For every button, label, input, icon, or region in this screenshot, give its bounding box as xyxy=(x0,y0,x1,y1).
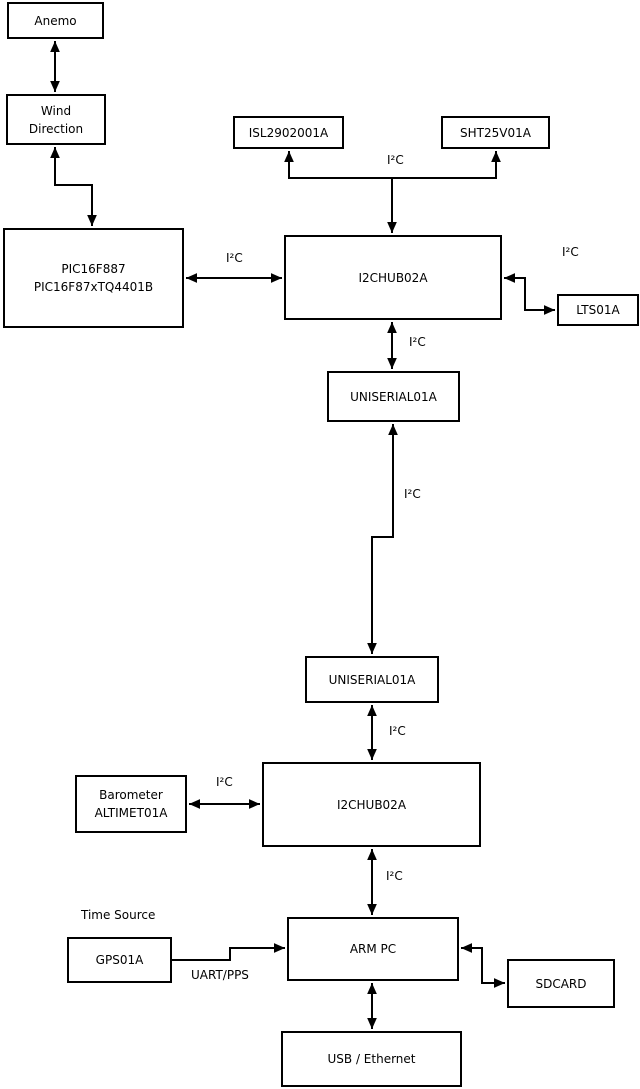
node-arm-pc: ARM PC xyxy=(287,917,459,981)
node-wind-direction: Wind Direction xyxy=(6,94,106,145)
edge-label-i2c-uniserial1-uniserial2: I²C xyxy=(404,487,421,501)
node-i2chub02a-1: I2CHUB02A xyxy=(284,235,502,320)
edge-label-i2c-hub2-armpc: I²C xyxy=(386,869,403,883)
node-pic16f887: PIC16F887 PIC16F87xTQ4401B xyxy=(3,228,184,328)
node-anemo: Anemo xyxy=(7,2,104,39)
edge-label-i2c-uniserial2-hub2: I²C xyxy=(389,724,406,738)
node-uniserial01a-1: UNISERIAL01A xyxy=(327,371,460,422)
edge-wind-direction-pic xyxy=(50,147,97,226)
node-lts01a: LTS01A xyxy=(557,294,639,326)
edge-gps-armpc xyxy=(172,943,285,961)
edge-label-uart-pps: UART/PPS xyxy=(191,968,249,982)
node-gps01a: GPS01A xyxy=(67,937,172,983)
node-i2chub02a-2: I2CHUB02A xyxy=(262,762,481,847)
node-usb-ethernet: USB / Ethernet xyxy=(281,1031,462,1087)
node-sht25v01a: SHT25V01A xyxy=(441,116,550,149)
node-uniserial01a-2: UNISERIAL01A xyxy=(305,656,439,703)
edge-armpc-sdcard xyxy=(461,943,505,988)
annotation-time-source: Time Source xyxy=(81,908,156,922)
edge-hub1-lts xyxy=(504,273,555,315)
edge-label-i2c-hub1-uniserial1: I²C xyxy=(409,335,426,349)
node-isl2902001a: ISL2902001A xyxy=(233,116,344,149)
edge-label-i2c-sensor-bus: I²C xyxy=(387,153,404,167)
edge-uniserial1-uniserial2 xyxy=(367,424,398,654)
node-sdcard: SDCARD xyxy=(507,959,615,1008)
edge-label-i2c-pic-hub1: I²C xyxy=(226,251,243,265)
edge-label-i2c-hub1-lts: I²C xyxy=(562,245,579,259)
edge-label-i2c-barometer-hub2: I²C xyxy=(216,775,233,789)
node-barometer-altimet01a: Barometer ALTIMET01A xyxy=(75,775,187,833)
